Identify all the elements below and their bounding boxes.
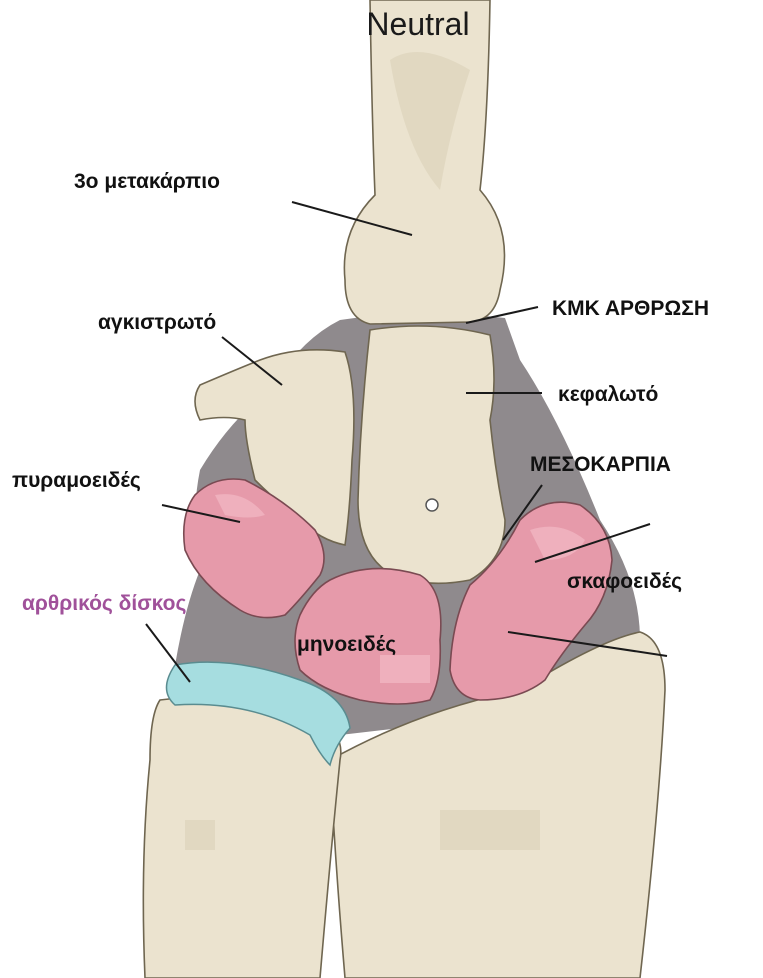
label-cmc-joint: ΚΜΚ ΑΡΘΡΩΣΗ [552,297,709,320]
label-scaphoid: σκαφοειδές [567,570,682,593]
lunate-highlight [380,655,430,683]
label-hamate: αγκιστρωτό [98,311,216,334]
capitate-marker-dot [426,499,438,511]
diagram-title: Neutral [366,6,469,42]
label-lunate: μηνοειδές [297,633,396,656]
label-triquetrum: πυραμοειδές [12,469,141,492]
label-midcarpal: ΜΕΣΟΚΑΡΠΙΑ [530,453,671,476]
label-articular-disc: αρθρικός δίσκος [22,592,186,615]
third-metacarpal-bone [344,0,504,324]
capitate-bone [358,326,505,583]
ulna-bone [143,698,341,978]
label-capitate: κεφαλωτό [558,383,658,406]
label-third-metacarpal: 3ο μετακάρπιο [74,170,220,193]
